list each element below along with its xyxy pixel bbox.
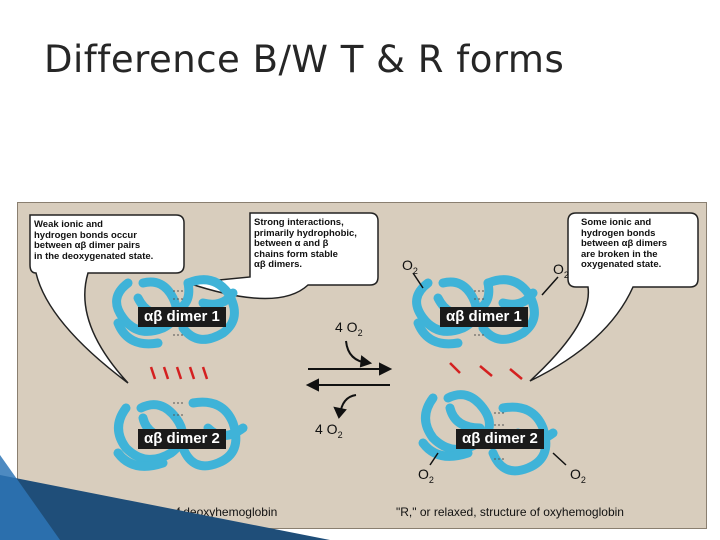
weak-bonds-callout: Weak ionic and hydrogen bonds occur betw…: [34, 219, 179, 262]
t-dimer2-label: αβ dimer 2: [138, 429, 226, 449]
o2-top-right: O2: [553, 261, 569, 280]
weak-callout-line-1: Weak ionic and: [34, 219, 103, 230]
t-ionic-bonds: [149, 366, 209, 380]
some-callout-balloon: [529, 212, 699, 382]
equilibrium-arrows: [305, 340, 393, 419]
some-callout-line-3: between αβ dimers: [581, 238, 668, 249]
strong-callout-line-4: chains form stable: [254, 248, 338, 260]
o2-bottom-left: O2: [418, 466, 434, 485]
some-callout-line-5: oxygenated state.: [581, 259, 662, 270]
strong-callout-line-1: Strong interactions,: [254, 217, 344, 228]
o2-top-left: O2: [402, 257, 418, 276]
figure-artwork: [29, 212, 699, 476]
slide-corner-decoration: [0, 455, 330, 540]
strong-callout-line-2: primarily hydrophobic,: [254, 227, 357, 239]
weak-callout-line-2: hydrogen bonds occur: [34, 229, 137, 241]
oxygen-connectors: [412, 272, 567, 466]
t-dimer1-label: αβ dimer 1: [138, 307, 226, 327]
o2-bottom-right: O2: [570, 466, 586, 485]
some-callout-line-2: hydrogen bonds: [581, 227, 656, 239]
weak-callout-balloon: [29, 214, 185, 384]
t-dimer2-protein: [113, 397, 248, 471]
hydrophobic-markers: [173, 290, 504, 460]
some-callout-line-4: are broken in the: [581, 248, 658, 260]
strong-callout-line-5: αβ dimers.: [254, 259, 303, 270]
forward-oxygen-label: 4 O2: [335, 319, 363, 338]
r-dimer2-label: αβ dimer 2: [456, 429, 544, 449]
r-broken-ionic-bonds: [449, 362, 523, 380]
strong-callout-line-3: between α and β: [254, 238, 329, 249]
slide-title: Difference B/W T & R forms: [44, 38, 565, 81]
weak-callout-line-3: between αβ dimer pairs: [34, 240, 141, 251]
some-bonds-broken-callout: Some ionic and hydrogen bonds between αβ…: [581, 217, 696, 271]
reverse-oxygen-label: 4 O2: [315, 421, 343, 440]
weak-callout-line-4: in the deoxygenated state.: [34, 250, 154, 262]
some-callout-line-1: Some ionic and: [581, 217, 652, 228]
r-form-caption: "R," or relaxed, structure of oxyhemoglo…: [396, 505, 624, 519]
r-dimer1-label: αβ dimer 1: [440, 307, 528, 327]
hemoglobin-figure: Weak ionic and hydrogen bonds occur betw…: [17, 202, 707, 529]
strong-interactions-callout: Strong interactions, primarily hydrophob…: [254, 217, 376, 271]
